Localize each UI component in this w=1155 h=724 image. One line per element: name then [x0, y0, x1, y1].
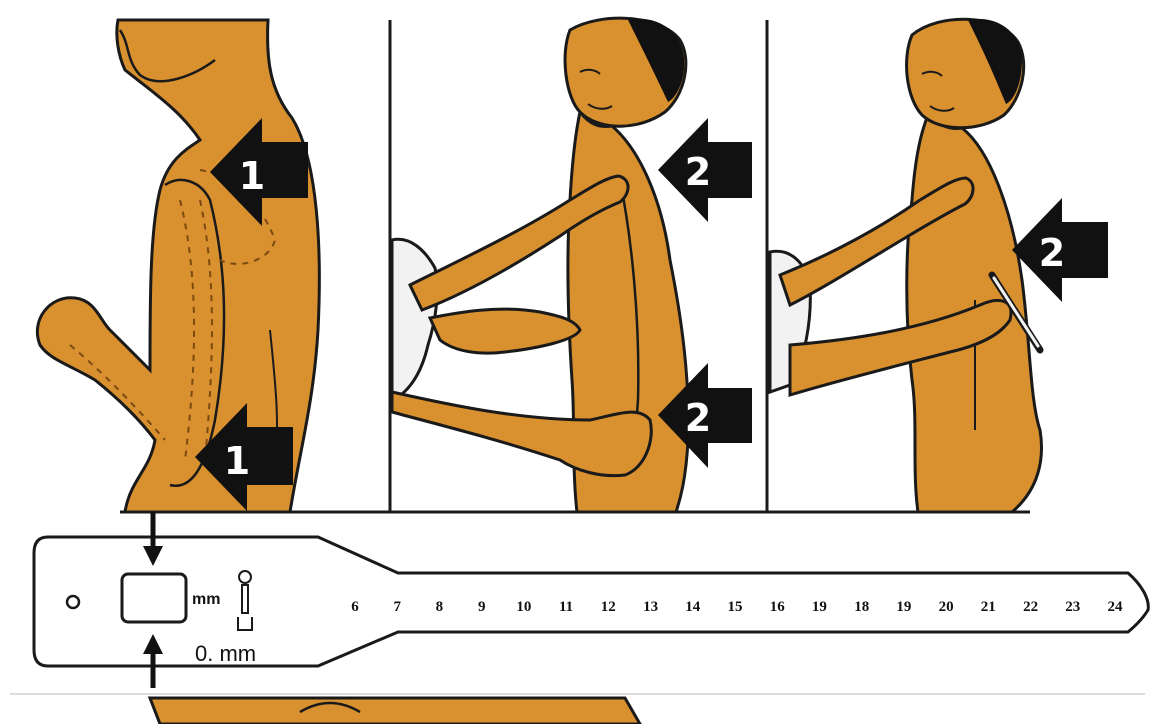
tape-tick-label: 22 — [1023, 599, 1038, 615]
arrow-label: 1 — [224, 439, 250, 483]
unit-label: mm — [192, 591, 220, 608]
gauge-stem — [242, 585, 248, 613]
tape-tick-label: 14 — [685, 599, 701, 615]
gauge-top-circle — [239, 571, 251, 583]
tape-tick-label: 18 — [854, 599, 869, 615]
next-illustration-fragment — [150, 698, 640, 724]
tape-tick-label: 23 — [1065, 599, 1080, 615]
tape-tick-label: 11 — [559, 599, 573, 615]
tape-tick-label: 16 — [770, 599, 786, 615]
reading-window — [122, 574, 186, 622]
arrow-label: 2 — [1039, 231, 1065, 275]
arrow-label: 1 — [239, 154, 265, 198]
panel-2-measurer-hand-middle — [430, 309, 580, 353]
tape-tick-label: 12 — [601, 599, 616, 615]
arrow-label: 2 — [685, 150, 711, 194]
muac-tape: mm 0. mm 6 7 8 9 10 11 12 13 14 15 16 19 18 19 20 21 22 2… — [34, 512, 1148, 688]
tape-tick-label: 15 — [728, 599, 743, 615]
tape-tick-label: 9 — [478, 599, 486, 615]
tape-hole — [67, 596, 79, 608]
panel-3-figure — [770, 19, 1042, 512]
tape-tick-label: 19 — [896, 599, 911, 615]
tape-tick-label: 21 — [981, 599, 996, 615]
arrow-label: 2 — [685, 396, 711, 440]
panel-2-arrow-upper: 2 — [658, 118, 752, 222]
tape-tick-label: 19 — [812, 599, 827, 615]
panel-3-arrow: 2 — [1012, 198, 1108, 302]
tape-tick-label: 24 — [1108, 599, 1124, 615]
tape-tick-label: 10 — [516, 599, 531, 615]
tape-tick-label: 7 — [393, 599, 401, 615]
panel-2-figure — [392, 18, 688, 512]
tape-tick-label: 8 — [436, 599, 444, 615]
reading-label: 0. mm — [195, 641, 256, 666]
tape-tick-label: 6 — [351, 599, 359, 615]
tape-tick-label: 20 — [939, 599, 954, 615]
tape-tick-label: 13 — [643, 599, 658, 615]
